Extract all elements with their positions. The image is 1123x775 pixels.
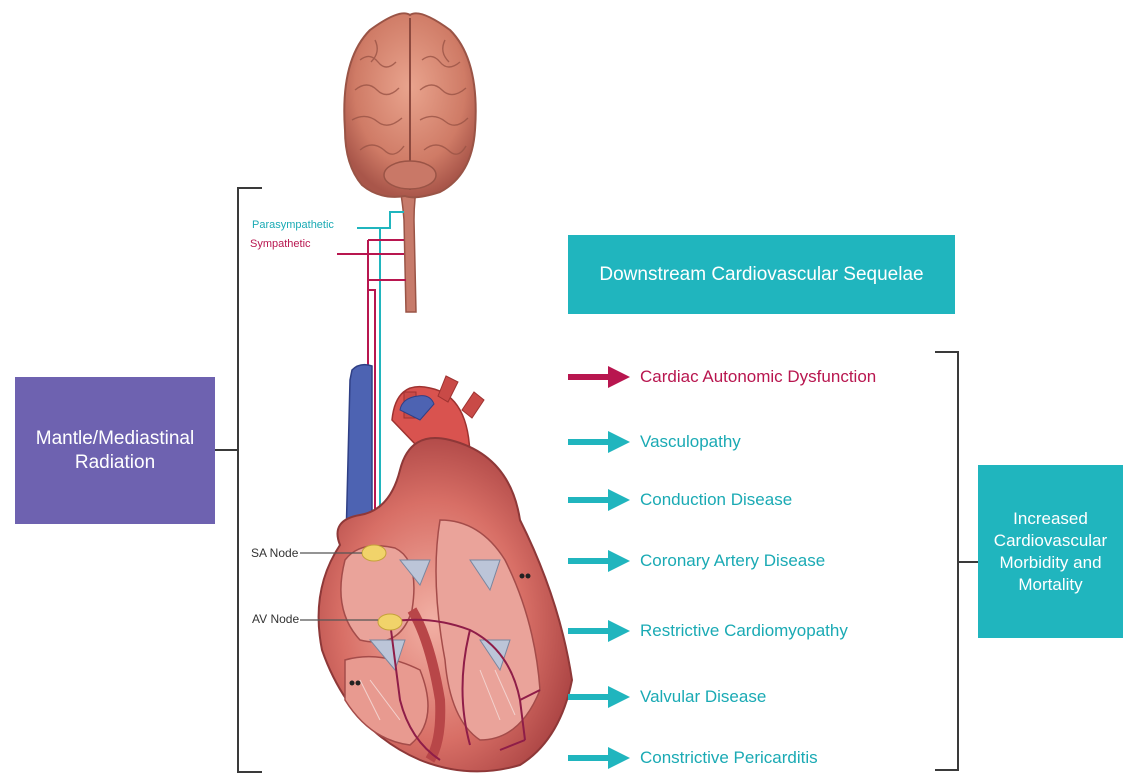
sequelae-item-label: Restrictive Cardiomyopathy — [640, 621, 848, 641]
sequelae-item-autonomic: Cardiac Autonomic Dysfunction — [568, 362, 876, 392]
sequelae-item-vasculopathy: Vasculopathy — [568, 427, 741, 457]
outcome-label: Increased Cardiovascular Morbidity and M… — [981, 508, 1121, 596]
av-node-label: AV Node — [252, 612, 299, 626]
radiation-box: Mantle/Mediastinal Radiation — [15, 377, 215, 524]
sequelae-item-valvular: Valvular Disease — [568, 682, 766, 712]
outcome-box: Increased Cardiovascular Morbidity and M… — [978, 465, 1123, 638]
sequelae-item-label: Coronary Artery Disease — [640, 551, 825, 571]
sympathetic-label: Sympathetic — [250, 238, 311, 250]
arrow-right-icon — [568, 429, 630, 455]
outcome-bracket — [935, 352, 978, 770]
radiation-bracket — [215, 188, 262, 772]
brain-illustration — [344, 13, 475, 312]
parasympathetic-label: Parasympathetic — [252, 219, 334, 231]
av-node — [378, 614, 402, 630]
sequelae-header: Downstream Cardiovascular Sequelae — [568, 235, 955, 314]
sequelae-item-label: Constrictive Pericarditis — [640, 748, 818, 768]
radiation-label: Mantle/Mediastinal Radiation — [25, 427, 205, 475]
sequelae-item-restrictive: Restrictive Cardiomyopathy — [568, 616, 848, 646]
arrow-right-icon — [568, 618, 630, 644]
sequelae-item-label: Cardiac Autonomic Dysfunction — [640, 367, 876, 387]
sequelae-item-coronary: Coronary Artery Disease — [568, 546, 825, 576]
sequelae-item-label: Conduction Disease — [640, 490, 792, 510]
sa-node-label: SA Node — [251, 546, 298, 560]
arrow-right-icon — [568, 548, 630, 574]
arrow-right-icon — [568, 684, 630, 710]
arrow-right-icon — [568, 487, 630, 513]
sa-node — [362, 545, 386, 561]
arrow-right-icon — [568, 745, 630, 771]
sequelae-item-label: Vasculopathy — [640, 432, 741, 452]
arrow-right-icon — [568, 364, 630, 390]
sequelae-item-conduction: Conduction Disease — [568, 485, 792, 515]
sequelae-header-label: Downstream Cardiovascular Sequelae — [599, 264, 923, 286]
heart-illustration — [319, 365, 572, 772]
sequelae-item-constrictive: Constrictive Pericarditis — [568, 743, 818, 773]
sequelae-item-label: Valvular Disease — [640, 687, 766, 707]
